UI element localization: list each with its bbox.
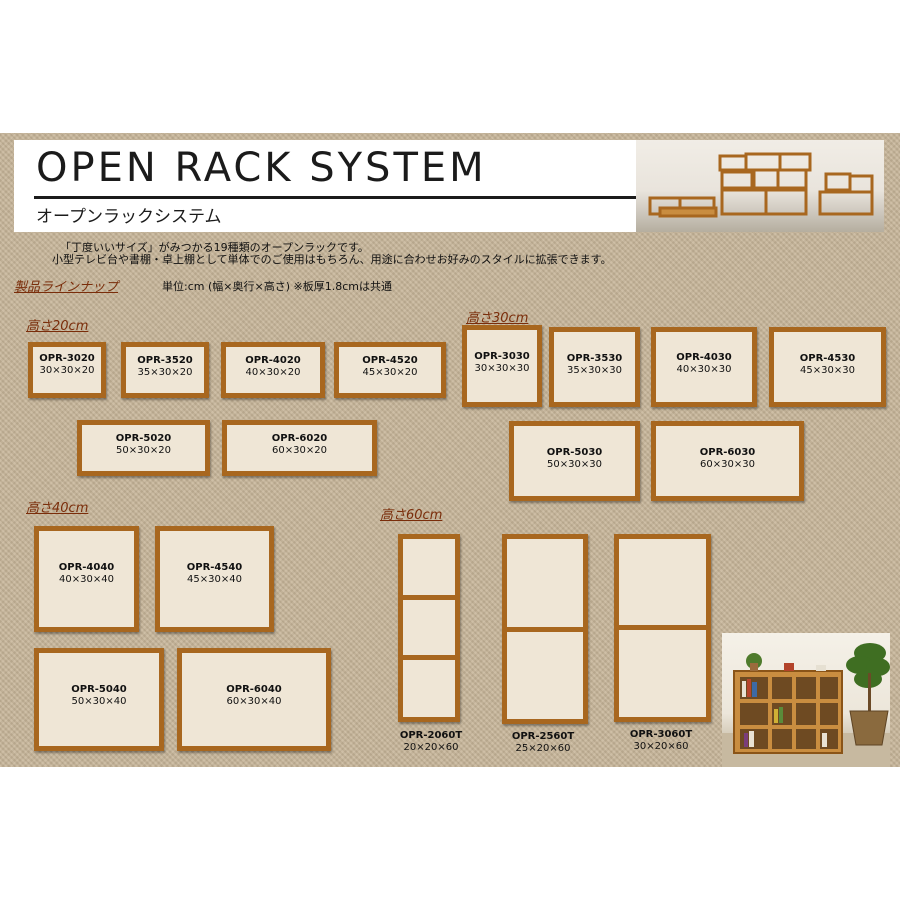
unit-note: 単位:cm (幅×奥行×高さ) ※板厚1.8cmは共通 [162, 280, 392, 293]
rack-box [614, 534, 711, 722]
rack-box [221, 342, 325, 398]
title-underline [34, 196, 648, 199]
rack-box [155, 526, 274, 632]
example-room-photo [722, 633, 890, 767]
page-title: OPEN RACK SYSTEM [36, 145, 487, 191]
group-label-h20: 高さ20cm [26, 319, 89, 334]
description-line-1: 「丁度いいサイズ」がみつかる19種類のオープンラックです。 [60, 241, 369, 254]
lineup-heading: 製品ラインナップ [14, 280, 119, 295]
rack-box [651, 421, 804, 501]
rack-box [502, 534, 588, 724]
rack-box [769, 327, 886, 407]
rack-box [462, 325, 542, 407]
rack-box [34, 648, 164, 751]
rack-box [222, 420, 377, 476]
rack-box [398, 534, 460, 722]
page-subtitle: オープンラックシステム [36, 207, 222, 227]
group-label-h30: 高さ30cm [466, 311, 529, 326]
rack-box [177, 648, 331, 751]
rack-box [334, 342, 446, 398]
rack-box [121, 342, 209, 398]
hero-rack-image [636, 140, 884, 232]
rack-box [77, 420, 210, 476]
rack-box [28, 342, 106, 398]
rack-box [651, 327, 757, 407]
rack-box [34, 526, 139, 632]
description-line-2: 小型テレビ台や書棚・卓上棚として単体でのご使用はもちろん、用途に合わせお好みのス… [52, 253, 612, 266]
rack-box [509, 421, 640, 501]
header-banner: OPEN RACK SYSTEM オープンラックシステム [14, 140, 884, 232]
group-label-h40: 高さ40cm [26, 501, 89, 516]
group-label-h60: 高さ60cm [380, 508, 443, 523]
rack-box [549, 327, 640, 407]
